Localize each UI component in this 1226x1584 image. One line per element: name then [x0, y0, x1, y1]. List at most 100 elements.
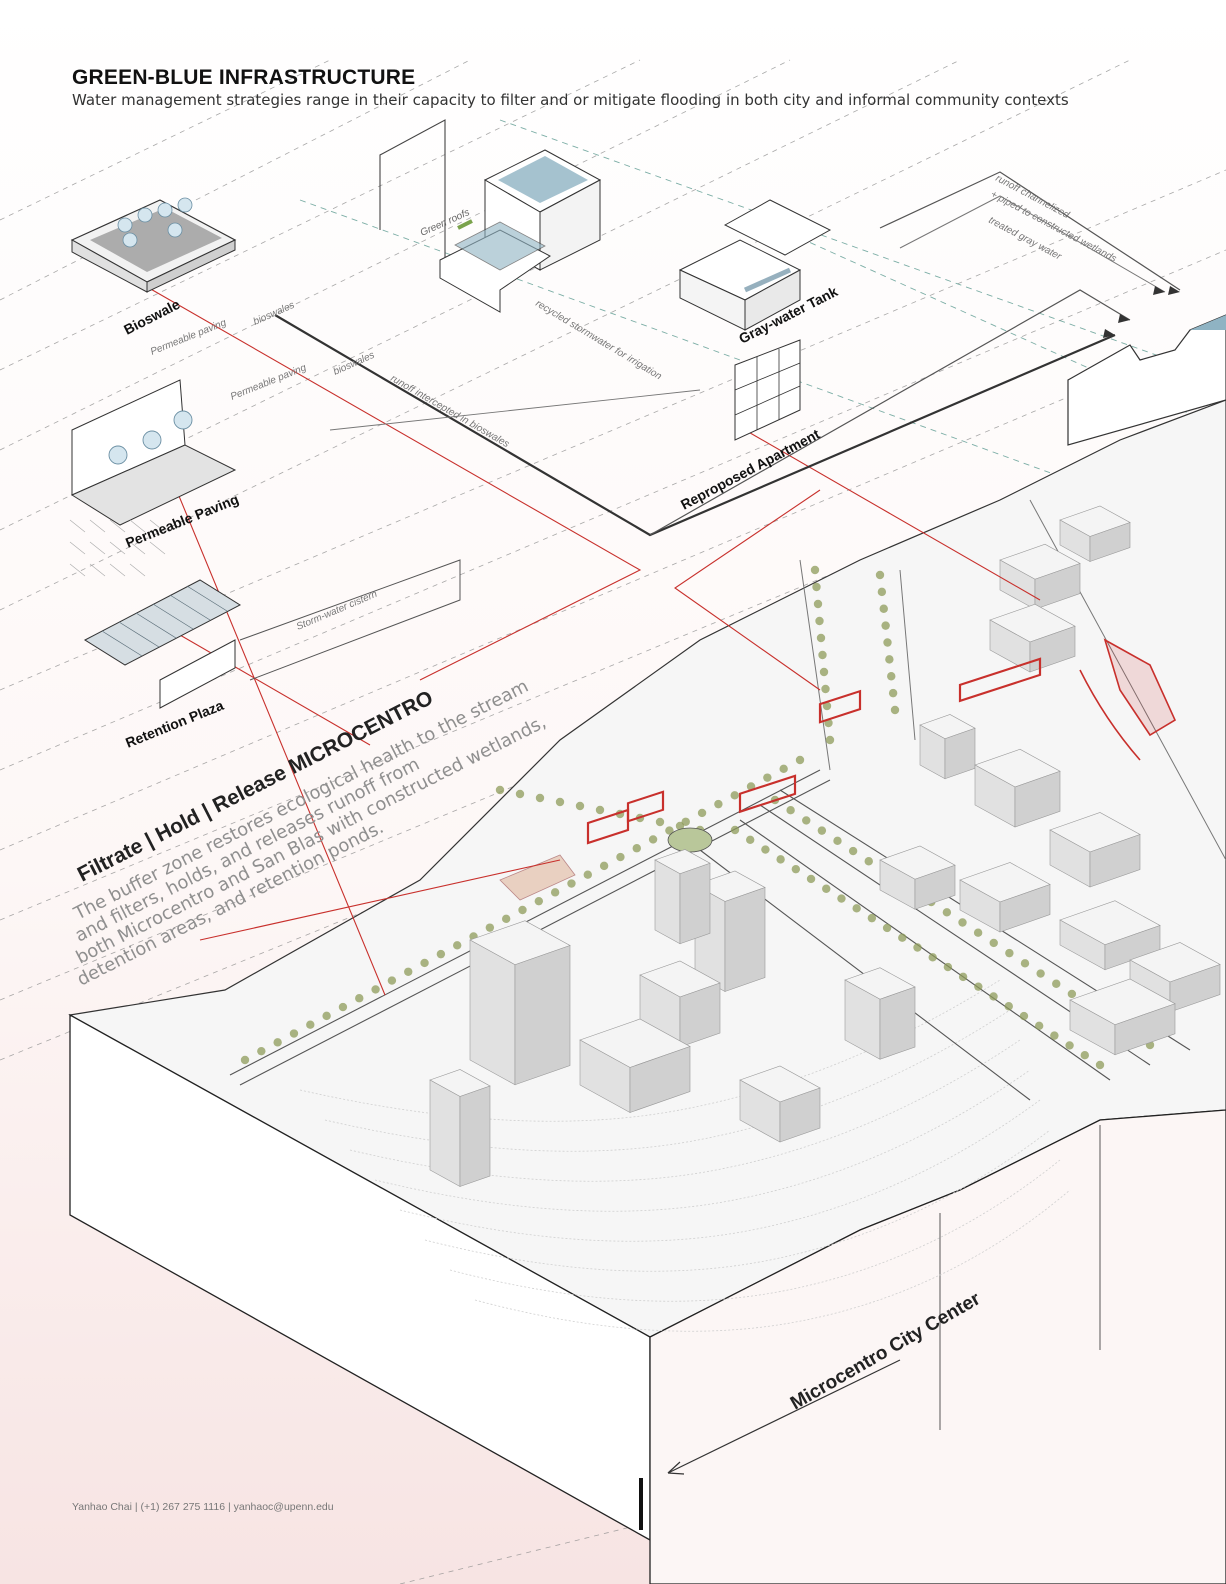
- arrow-head: [1118, 314, 1130, 323]
- tree-mark: [890, 705, 900, 715]
- site-side-face: [649, 1109, 1226, 1584]
- low-rise-building: [1069, 978, 1176, 1056]
- annotation-bioswales: bioswales: [332, 350, 377, 378]
- building-side: [914, 864, 956, 910]
- projection-line: [399, 1379, 1226, 1584]
- annotation-permeable-paving: Permeable paving: [229, 362, 308, 403]
- footer-contact: Yanhao Chai | (+1) 267 275 1116 | yanhao…: [72, 1501, 334, 1513]
- projection-line: [0, 59, 791, 451]
- low-rise-building: [959, 862, 1051, 933]
- tree-mark: [821, 684, 830, 694]
- bioswale-plant: [157, 202, 173, 218]
- annotation-storm-water-cistern: Storm-water cistern: [295, 589, 379, 633]
- gray-water-pipe: [649, 289, 1131, 536]
- building-side: [779, 1087, 821, 1143]
- rain-mark: [89, 519, 106, 533]
- building-side: [1089, 834, 1141, 888]
- tree-mark: [989, 938, 998, 948]
- plaza-base: [159, 639, 236, 709]
- tower-building: [654, 849, 711, 945]
- building-front: [429, 1079, 461, 1188]
- contour-line: [349, 1039, 1021, 1182]
- tree-mark: [989, 992, 998, 1001]
- tree-mark: [1095, 1060, 1105, 1070]
- tree-mark: [1050, 1031, 1059, 1040]
- gray-water-model: [678, 199, 832, 331]
- tree-mark: [817, 826, 827, 835]
- cistern-outline: [239, 559, 461, 681]
- site-block: [68, 399, 1226, 1584]
- tree-mark: [848, 846, 858, 856]
- green-roof-terrace: [454, 221, 546, 271]
- roundabout-park: [667, 827, 713, 853]
- strategy-vignettes: [69, 149, 832, 709]
- tree-mark: [825, 735, 835, 745]
- tree-mark: [714, 799, 723, 809]
- label-retention-plaza: Retention Plaza: [123, 697, 226, 751]
- building-side: [1114, 1003, 1176, 1056]
- intervention-zone: [626, 790, 665, 823]
- rain-mark: [69, 541, 86, 555]
- road-line: [899, 569, 916, 741]
- irrigation-pipe: [329, 389, 701, 431]
- leader-line: [134, 279, 642, 681]
- tree-mark: [815, 616, 824, 626]
- alignment-line: [759, 219, 1226, 431]
- leader-line: [159, 449, 386, 996]
- plaza-canopy: [83, 579, 242, 666]
- alignment-line: [299, 199, 1181, 521]
- rain-mark: [149, 519, 166, 533]
- tree-mark: [885, 655, 894, 664]
- tree-mark: [837, 894, 846, 903]
- tree-mark: [1004, 1002, 1013, 1011]
- rain-mark: [89, 541, 106, 555]
- building-side: [1034, 563, 1081, 610]
- tree-mark: [655, 817, 665, 827]
- tree-mark: [973, 928, 983, 937]
- tree-mark: [495, 785, 505, 795]
- tree-mark: [485, 923, 495, 932]
- tree-mark: [779, 764, 788, 774]
- building-side: [679, 982, 721, 1048]
- tree-mark: [867, 913, 877, 923]
- bioswale-plant: [117, 217, 133, 233]
- tree-mark: [338, 1002, 348, 1012]
- tree-mark: [795, 755, 805, 765]
- tree-mark: [887, 672, 896, 681]
- intervention-zone: [958, 657, 1042, 703]
- interventions: [499, 638, 1177, 901]
- paving-ground: [70, 444, 237, 526]
- wetland-channel: [1103, 638, 1177, 737]
- tree-mark: [942, 908, 952, 917]
- apartment-grid: [734, 385, 801, 416]
- rain-mark: [109, 541, 126, 555]
- tree-mark: [616, 852, 625, 862]
- tree-mark: [1080, 1051, 1089, 1060]
- road-line: [799, 559, 831, 771]
- building-side: [999, 884, 1051, 933]
- tree-mark: [864, 857, 873, 866]
- tree-mark: [240, 1055, 250, 1065]
- tree-mark: [883, 638, 892, 647]
- arrow-head: [1168, 286, 1180, 295]
- wetland-pipe: [899, 195, 1166, 293]
- page-subtitle: Water management strategies range in the…: [72, 91, 1069, 109]
- tree-mark: [501, 914, 511, 924]
- building-side: [879, 986, 916, 1060]
- tree-mark: [355, 994, 364, 1003]
- tree-mark: [599, 861, 609, 871]
- paving-tree: [173, 410, 193, 430]
- tree-mark: [776, 855, 785, 864]
- footer-divider: [639, 1478, 643, 1530]
- projection-line: [0, 59, 331, 221]
- label-bioswale: Bioswale: [121, 296, 183, 338]
- tree-mark: [881, 621, 890, 630]
- district-arrow-line: [667, 1359, 901, 1474]
- tree-mark: [575, 801, 585, 811]
- tree-mark: [822, 701, 832, 711]
- rain-mark: [89, 563, 106, 577]
- tree-mark: [1005, 948, 1014, 958]
- tree-mark: [819, 667, 829, 677]
- tree-mark: [875, 570, 885, 580]
